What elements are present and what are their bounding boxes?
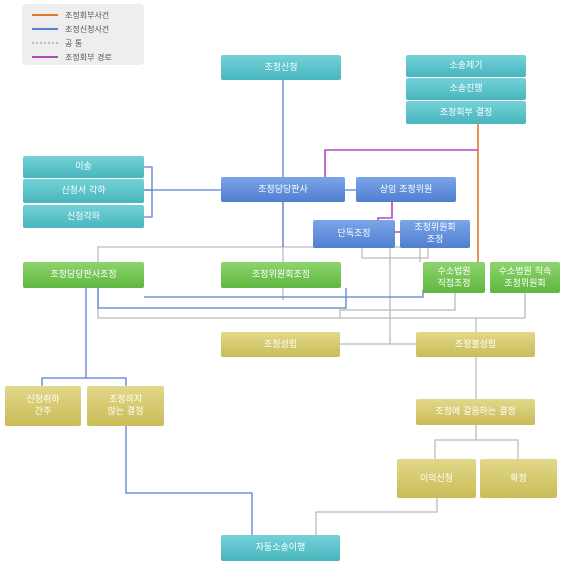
purple-line-swatch (32, 56, 58, 58)
gray-dotted-swatch (32, 42, 58, 44)
committee-mediation-node: 조정위원회조정 (221, 262, 341, 288)
node-line: 조정위원회 (504, 278, 546, 289)
node-line: 신청취하 (26, 395, 60, 405)
legend-item-application-case: 조정신청사건 (32, 22, 109, 36)
legend-item-referral-route: 조정회부 경로 (32, 50, 112, 64)
mediation-application-node: 조정신청 (221, 55, 341, 80)
lawsuit-filing-node: 소송제기 (406, 55, 526, 77)
auto-lawsuit-transition-node: 자동소송이행 (221, 535, 340, 561)
blue-connector (144, 288, 347, 298)
node-line: 수소법원 (437, 266, 471, 277)
mediation-referral-decision-node: 조정회부 결정 (406, 101, 526, 124)
purple-connector (324, 149, 478, 177)
legend-label: 조정신청사건 (65, 24, 110, 34)
sole-mediation-node: 단독조정 (313, 220, 395, 248)
node-line: 직접조정 (437, 278, 471, 289)
gray-connector (339, 293, 456, 318)
node-line: 조정하지 (108, 395, 143, 405)
node-line: 간주 (34, 407, 52, 417)
court-direct-mediation-node: 수소법원 직접조정 (423, 262, 485, 293)
mediation-judge-node: 조정담당판사 (221, 177, 345, 202)
legend: 조정회부사건 조정신청사건 공 통 조정회부 경로 (22, 4, 144, 65)
blue-connector (144, 166, 153, 218)
finalization-node: 확정 (480, 459, 557, 498)
objection-node: 이의신청 (397, 459, 476, 498)
lawsuit-progress-node: 소송진행 (406, 78, 526, 100)
application-lines (41, 80, 424, 535)
legend-item-referral-case: 조정회부사건 (32, 8, 109, 22)
legend-label: 조정회부 경로 (65, 52, 112, 62)
application-rejection-node: 신청각하 (23, 205, 144, 228)
transfer-node: 이송 (23, 156, 144, 178)
standing-mediator-node: 상임 조정위원 (356, 177, 456, 202)
blue-connector (125, 425, 253, 535)
blue-connector (346, 290, 424, 298)
court-affiliated-committee-node: 수소법원 직속 조정위원회 (490, 262, 560, 293)
gray-connector (283, 246, 421, 262)
mediation-success-node: 조정성립 (221, 332, 340, 357)
decision-in-lieu-node: 조정에 갈음하는 결정 (416, 399, 535, 425)
orange-line-swatch (32, 14, 58, 16)
legend-item-common: 공 통 (32, 36, 82, 50)
node-line: 조정위원회 (414, 223, 456, 233)
blue-connector (86, 377, 127, 386)
node-line: 않는 결정 (107, 407, 144, 417)
committee-mediation-small-node: 조정위원회 조정 (400, 220, 470, 248)
legend-label: 공 통 (65, 38, 83, 48)
no-mediation-decision-node: 조정하지 않는 결정 (87, 386, 164, 426)
gray-connector (476, 439, 519, 459)
gray-connector (315, 498, 438, 535)
blue-line-swatch (32, 28, 58, 30)
gray-connector (361, 248, 429, 259)
blue-connector (41, 288, 87, 386)
gray-connector (434, 425, 477, 459)
node-line: 조정 (426, 235, 444, 245)
application-dismissal-node: 신청서 각하 (23, 179, 144, 203)
mediation-failure-node: 조정불성립 (416, 332, 535, 357)
deemed-withdrawal-node: 신청취하 간주 (5, 386, 81, 426)
judge-mediation-node: 조정담당판사조정 (23, 262, 144, 288)
legend-label: 조정회부사건 (65, 10, 110, 20)
blue-connector (97, 288, 347, 309)
node-line: 수소법원 직속 (498, 266, 552, 277)
